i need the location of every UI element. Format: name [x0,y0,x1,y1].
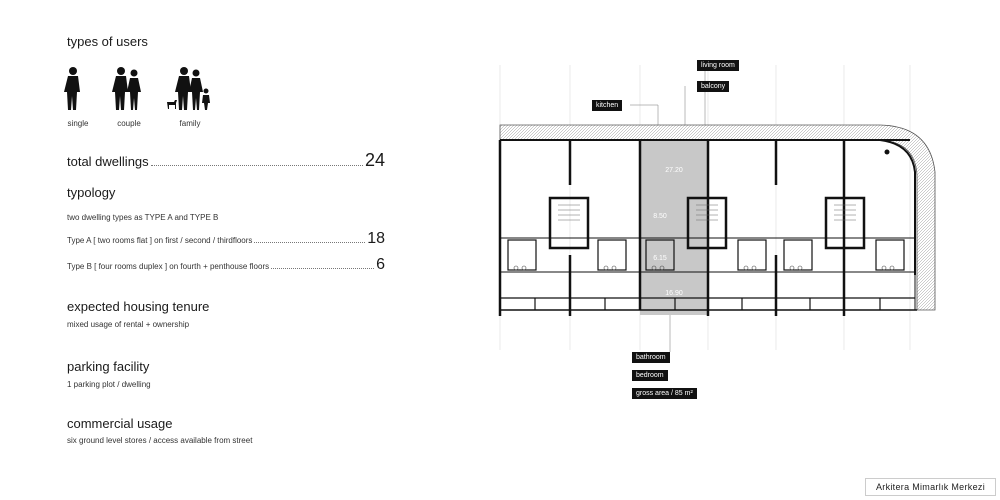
dotted-leader [150,164,363,166]
dotted-leader [254,241,366,243]
total-dwellings-value: 24 [364,150,385,170]
parking-title: parking facility [67,359,150,374]
label-bathroom: bathroom [632,352,670,363]
floor-plan: 27.20 8.50 6.15 16.90 [498,65,936,352]
label-gross-area: gross area / 85 m² [632,388,697,399]
label-living-room: living room [697,60,739,71]
type-b-value: 6 [376,256,385,273]
user-label-family: family [179,119,201,128]
users-title: types of users [67,34,148,49]
family-icon [167,67,210,110]
credit-watermark: Arkitera Mimarlık Merkezi [864,478,996,496]
total-dwellings-label: total dwellings [67,154,149,169]
dotted-leader [271,267,375,269]
single-person-icon [64,67,80,110]
area-bed: 16.90 [665,290,683,297]
label-kitchen: kitchen [592,100,623,111]
type-a-value: 18 [367,230,385,247]
typology-description: two dwelling types as TYPE A and TYPE B [67,213,219,222]
type-a-row: Type A [ two rooms flat ] on first / sec… [67,230,385,248]
type-b-row: Type B [ four rooms duplex ] on fourth +… [67,256,385,274]
couple-icon [112,67,141,110]
area-bath: 6.15 [653,255,667,262]
label-bedroom: bedroom [632,370,668,381]
tenure-text: mixed usage of rental + ownership [67,320,190,329]
user-label-single: single [67,119,89,128]
commercial-text: six ground level stores / access availab… [67,436,253,445]
area-living: 27.20 [665,167,683,174]
typology-title: typology [67,185,116,200]
commercial-title: commercial usage [67,416,173,431]
type-a-label: Type A [ two rooms flat ] on first / sec… [67,236,253,245]
type-b-label: Type B [ four rooms duplex ] on fourth +… [67,262,270,271]
tenure-title: expected housing tenure [67,299,210,314]
label-balcony: balcony [697,81,730,92]
parking-text: 1 parking plot / dwelling [67,380,151,389]
user-label-couple: couple [117,119,141,128]
area-kitchen: 8.50 [653,213,667,220]
total-dwellings-row: total dwellings 24 [67,150,385,171]
